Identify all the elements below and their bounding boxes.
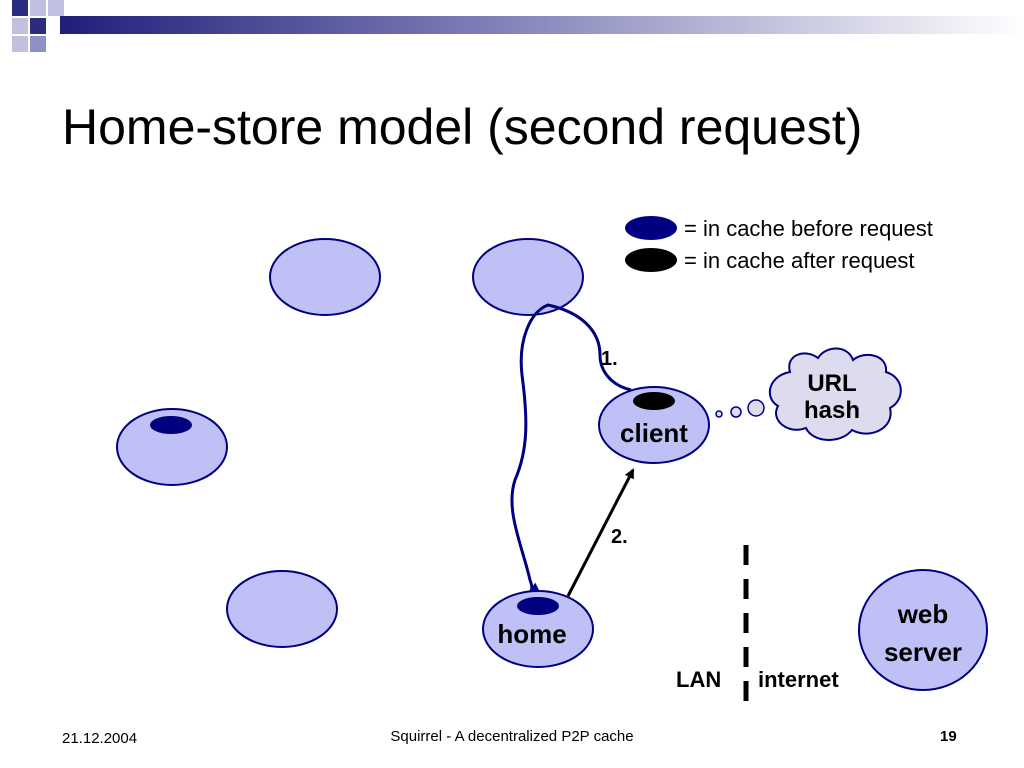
legend: = in cache before request = in cache aft… (625, 216, 933, 273)
legend-before-marker (625, 216, 677, 240)
peer-node-top-left (269, 238, 381, 316)
footer-date: 21.12.2004 (62, 730, 138, 747)
cached-before-marker (150, 416, 192, 434)
legend-before-label: = in cache before request (684, 216, 933, 241)
peer-node-top-right (472, 238, 584, 316)
peer-node-left (116, 408, 228, 486)
thought-line2: hash (804, 397, 860, 424)
home-label: home (497, 619, 566, 649)
step-2-label: 2. (611, 526, 628, 548)
request-path-1 (510, 303, 632, 594)
cached-after-marker (633, 392, 675, 410)
cached-before-marker (517, 597, 559, 615)
legend-after-marker (625, 248, 677, 272)
step-1-label: 1. (601, 348, 618, 370)
thought-line1: URL (807, 370, 856, 397)
web-server-label-line1: web (897, 599, 949, 629)
client-label: client (620, 418, 688, 448)
legend-after-label: = in cache after request (684, 248, 915, 273)
slide-title: Home-store model (second request) (62, 99, 863, 155)
web-server-node: web server (858, 569, 988, 691)
lan-label: LAN (676, 667, 721, 692)
header-decoration (12, 0, 1024, 52)
response-arrow-2 (566, 468, 635, 597)
home-node: home (482, 590, 594, 668)
footer-caption: Squirrel - A decentralized P2P cache (390, 728, 634, 745)
page-number: 19 (940, 728, 957, 745)
thought-cloud: URL hash (715, 347, 902, 441)
web-server-label-line2: server (884, 637, 962, 667)
internet-label: internet (758, 667, 839, 692)
client-node: client (598, 386, 710, 464)
peer-node-bottom-left (226, 570, 338, 648)
